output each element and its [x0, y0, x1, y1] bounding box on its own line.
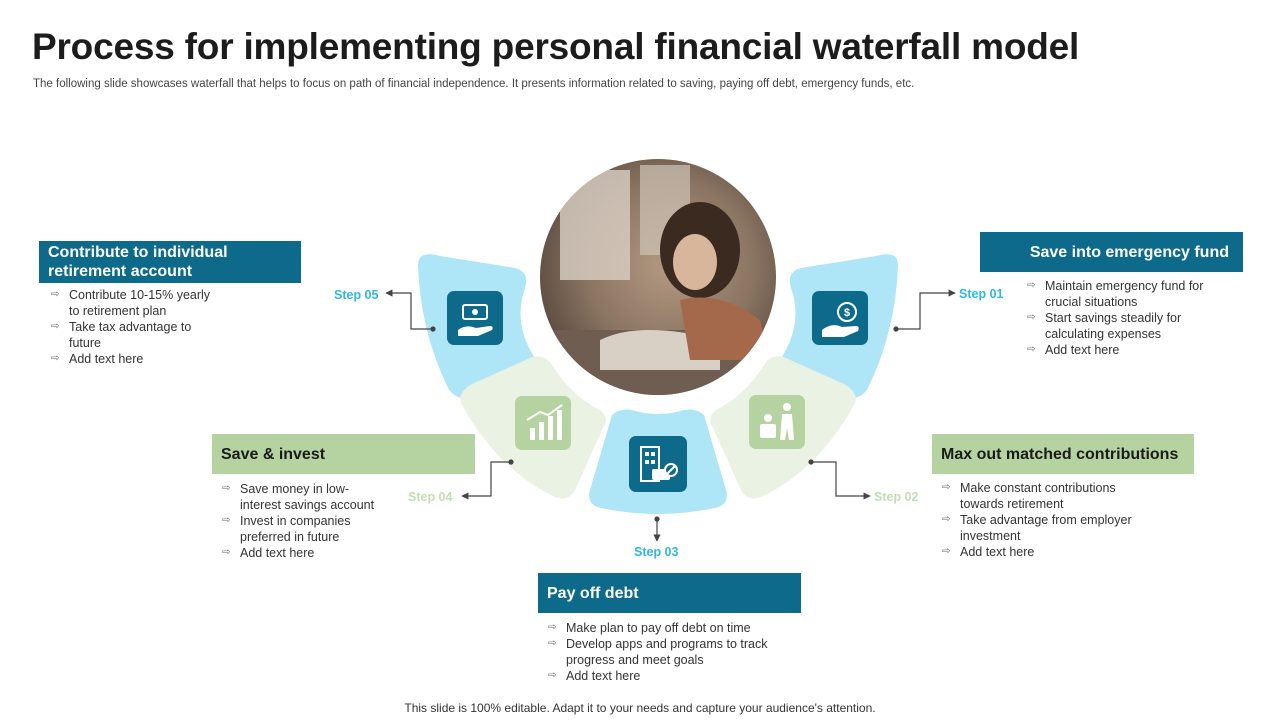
list-item: Add text here — [548, 668, 768, 684]
list-item: Contribute 10-15% yearly to retirement p… — [51, 287, 221, 319]
growth-chart-icon — [515, 396, 571, 450]
connector-step-02 — [808, 459, 871, 500]
step-02-title: Max out matched contributions — [932, 434, 1194, 474]
list-item: Add text here — [942, 544, 1147, 560]
step-04-bullets: Save money in low-interest savings accou… — [222, 481, 387, 561]
connector-step-03 — [653, 516, 661, 542]
step-03-bullets: Make plan to pay off debt on time Develo… — [548, 620, 768, 684]
list-item: Add text here — [51, 351, 221, 367]
connector-step-05 — [385, 289, 436, 332]
list-item: Maintain emergency fund for crucial situ… — [1027, 278, 1227, 310]
list-item: Save money in low-interest savings accou… — [222, 481, 387, 513]
list-item: Make constant contributions towards reti… — [942, 480, 1147, 512]
footer-note: This slide is 100% editable. Adapt it to… — [404, 701, 876, 715]
page-subtitle: The following slide showcases waterfall … — [33, 78, 915, 90]
step-label-04: Step 04 — [408, 490, 453, 504]
step-02-bullets: Make constant contributions towards reti… — [942, 480, 1147, 560]
page-title: Process for implementing personal financ… — [32, 26, 1080, 67]
list-item: Take tax advantage to future — [51, 319, 221, 351]
list-item: Start savings steadily for calculating e… — [1027, 310, 1227, 342]
hand-money-icon: $ — [812, 291, 868, 345]
step-04-title: Save & invest — [212, 434, 475, 474]
cash-hand-icon — [447, 291, 503, 345]
step-label-03: Step 03 — [634, 545, 679, 559]
building-card-icon — [629, 436, 687, 492]
step-label-05: Step 05 — [334, 288, 379, 302]
connector-step-04 — [461, 459, 514, 500]
step-label-02: Step 02 — [874, 490, 919, 504]
step-label-01: Step 01 — [959, 287, 1004, 301]
center-photo — [534, 153, 782, 401]
list-item: Invest in companies preferred in future — [222, 513, 387, 545]
step-03-title: Pay off debt — [538, 573, 801, 613]
svg-text:$: $ — [844, 307, 850, 319]
step-01-bullets: Maintain emergency fund for crucial situ… — [1027, 278, 1227, 358]
person-savings-icon — [749, 395, 805, 449]
step-05-bullets: Contribute 10-15% yearly to retirement p… — [51, 287, 221, 367]
list-item: Add text here — [222, 545, 387, 561]
step-05-title: Contribute to individual retirement acco… — [39, 241, 301, 283]
step-01-title: Save into emergency fund — [980, 232, 1243, 272]
connector-step-01 — [893, 289, 956, 332]
list-item: Add text here — [1027, 342, 1227, 358]
list-item: Take advantage from employer investment — [942, 512, 1147, 544]
list-item: Make plan to pay off debt on time — [548, 620, 768, 636]
list-item: Develop apps and programs to track progr… — [548, 636, 768, 668]
